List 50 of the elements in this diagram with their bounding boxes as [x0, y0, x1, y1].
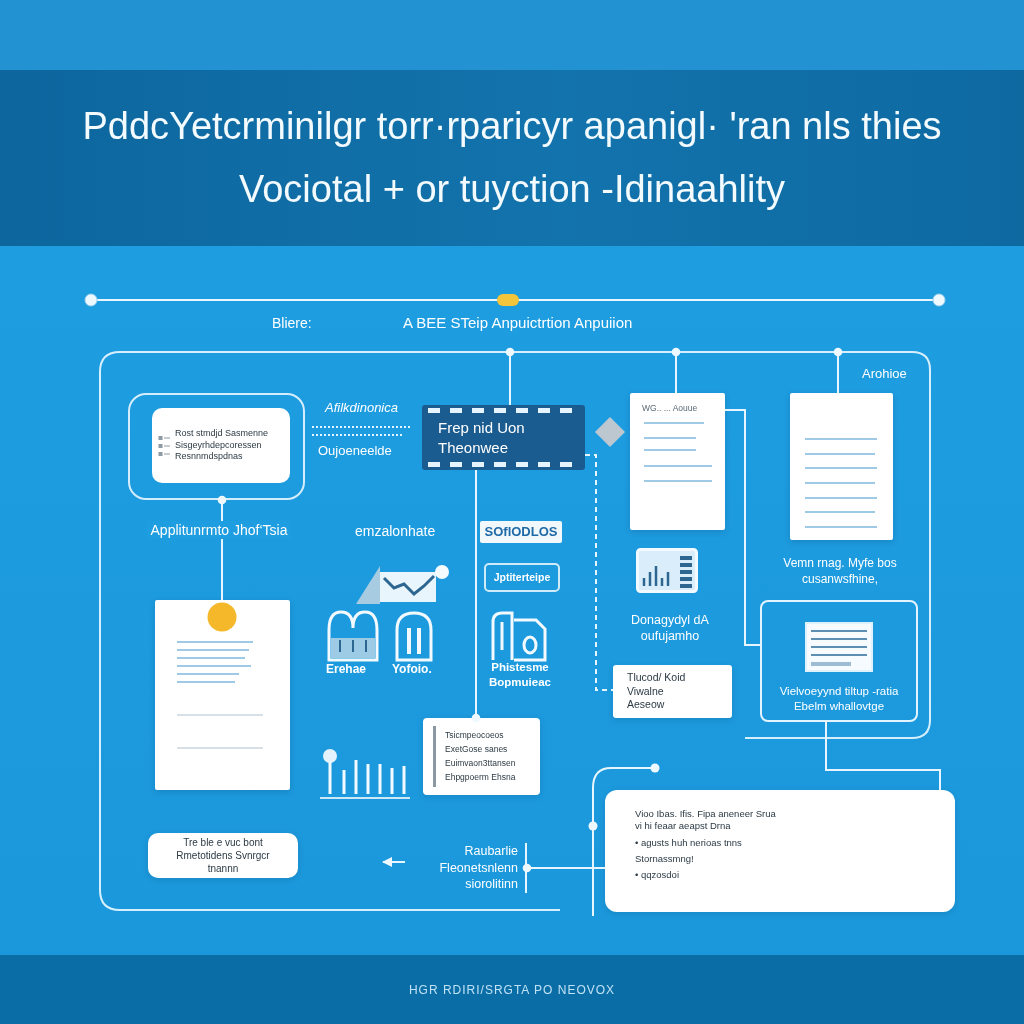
text-label: Erehae — [326, 662, 367, 678]
list-line: Euimvaon3ttansen — [445, 758, 516, 770]
document-page — [790, 393, 893, 540]
text-label: Phistesme Bopmuieac — [488, 660, 552, 690]
text-label: Afilkdinonica — [325, 400, 398, 417]
dashed-connector — [584, 454, 614, 691]
caption: HGR RDIRI/SRGTA PO NEOVOX — [408, 982, 616, 997]
list-line: Ehpgpoerm Ehsna — [445, 772, 516, 784]
box-text: Tre ble e vuc bont Rmetotidens Svnrgcr tnannn — [175, 836, 271, 875]
title: PddcYetcrminilgr torr·rparicyr apanigl· 'ran nls thies Vociotal + or tuyction -Idinaahlity — [81, 104, 943, 212]
document-page — [155, 600, 290, 790]
document-page — [630, 393, 725, 530]
connector-line — [825, 721, 941, 791]
node-text: Raubarlie Fleonetsnlenn siorolitinn — [438, 842, 518, 894]
text-label: Arohioe — [862, 366, 907, 383]
film-strip-box — [422, 405, 585, 470]
note-text: • agusts huh nerioas tnns — [635, 836, 743, 850]
card-frame — [128, 393, 305, 500]
list-line: ExetGose sanes — [445, 743, 508, 755]
text-label: emzalonhate — [355, 522, 436, 541]
connector-line — [471, 469, 481, 723]
note-text: Vioo Ibas. Ifis. Fipa aneneer Srua vi hi feaar aeapst Drna — [635, 808, 777, 833]
note-box — [605, 790, 955, 912]
outlined-frame — [760, 600, 918, 722]
list-line: Tsicmpeocoeos — [445, 729, 504, 741]
note-text: Stornassmng! — [635, 853, 695, 866]
note-box — [148, 833, 298, 878]
text-label: Bliere: — [272, 314, 312, 333]
card-text: Rost stmdjd Sasmenne Sisgeyrhdepcoressen Resnnmdspdnas — [175, 427, 270, 464]
outlined-box — [484, 563, 560, 592]
note-box — [613, 665, 732, 718]
text-label: Yofoio. — [392, 662, 432, 678]
text-label: A BEE STeip Anpuictrtion Anpuiion — [403, 313, 633, 333]
tag-text: SOflODLOS — [484, 523, 558, 541]
frame-text: Vielvoeyynd tiltup -ratia Ebelm whallovtge — [778, 684, 900, 714]
text-label: Donagydyl dA oufujamho — [630, 612, 710, 645]
text-label: Vemn rnag. Myfe bos cusanwsfhine, — [782, 556, 898, 588]
connector-line — [505, 347, 515, 406]
box-text: Jptiterteipe — [493, 570, 551, 585]
arrow — [382, 857, 406, 867]
connector-line — [522, 863, 606, 873]
text-label: Oujoeneelde — [318, 443, 392, 460]
box-text: Tlucod/ Koid Viwalne Aeseow — [627, 671, 687, 712]
box-text: Frep nid Uon Theonwee — [438, 418, 526, 458]
connector-line — [833, 347, 843, 394]
note-text: • qqzosdoi — [635, 869, 680, 882]
note-box — [423, 718, 540, 795]
connector-line — [724, 409, 761, 646]
document-heading: WG.. ... Aouue — [642, 403, 698, 413]
connector-line — [671, 347, 681, 394]
